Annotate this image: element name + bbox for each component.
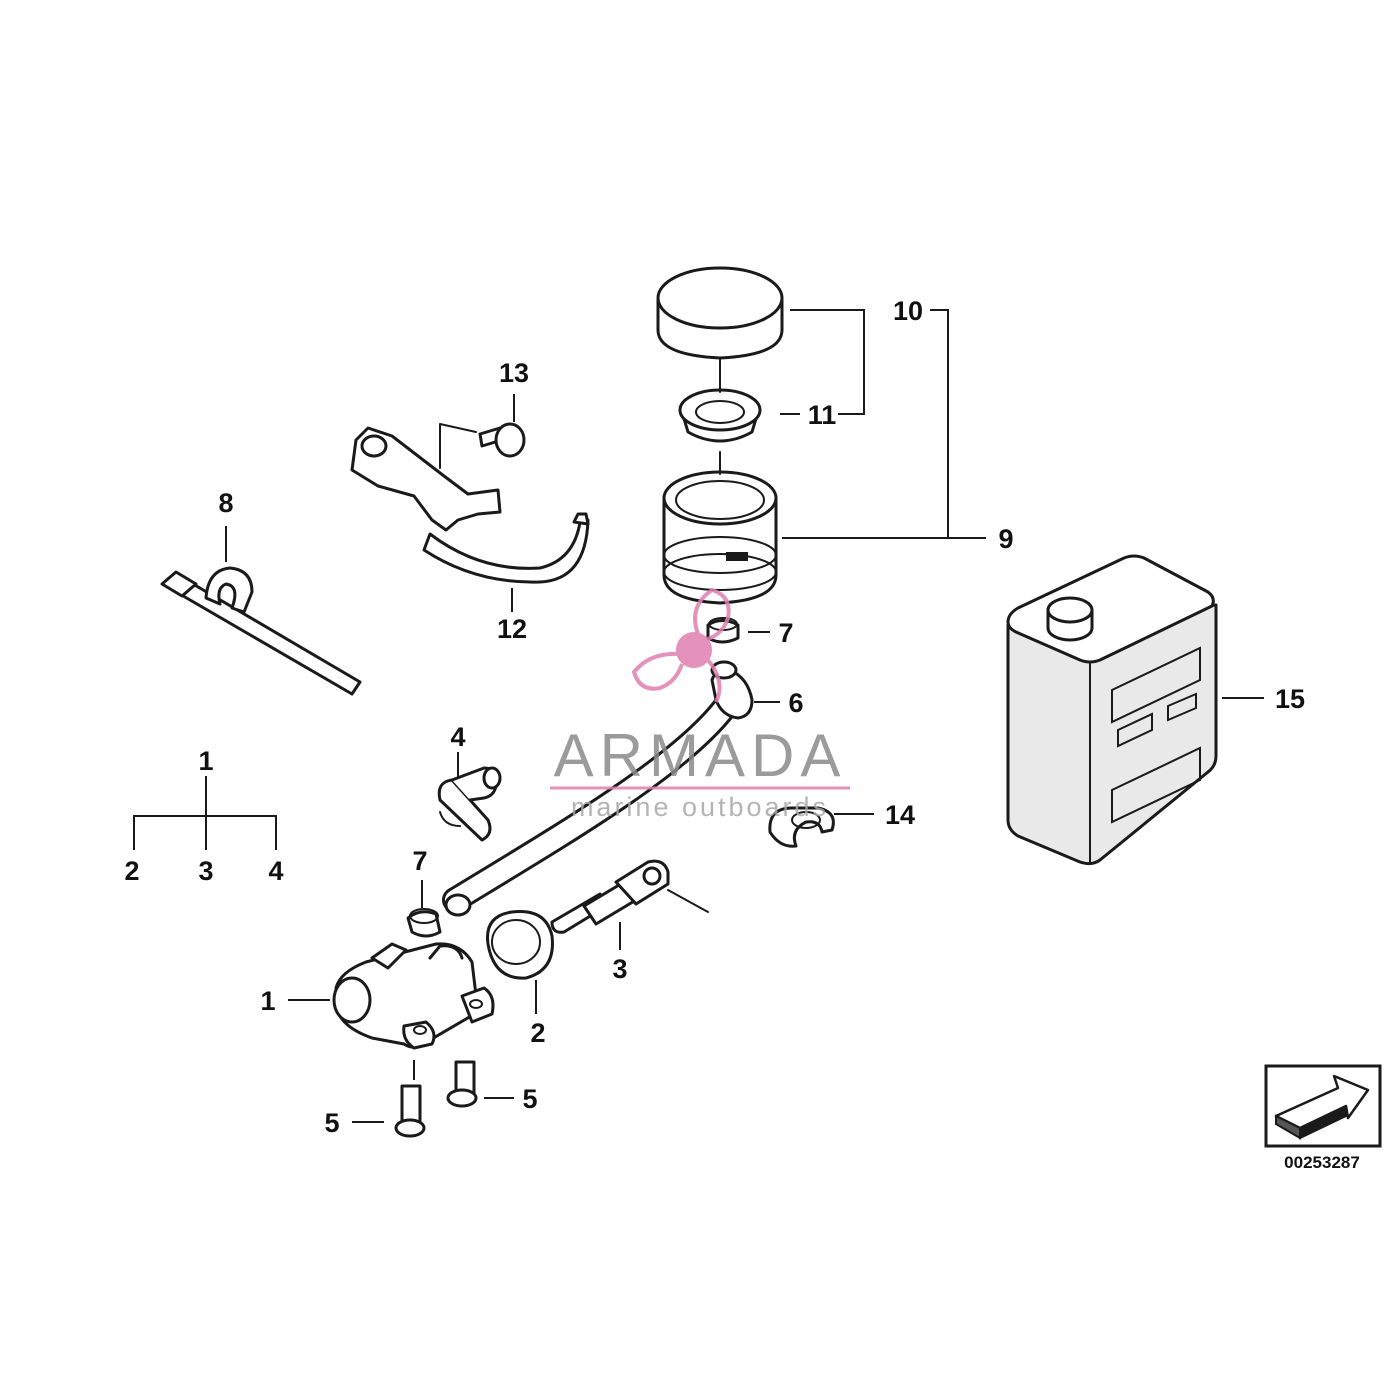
reservoir-body <box>662 359 778 605</box>
callout-4: 4 <box>450 722 465 752</box>
callout-8: 8 <box>218 488 233 518</box>
dust-boot <box>486 910 554 980</box>
bracket-screw <box>439 422 526 469</box>
callout-15: 15 <box>1275 684 1305 714</box>
hose-clip-14 <box>768 806 835 848</box>
callout-5-left: 5 <box>324 1108 339 1138</box>
reference-box: 00253287 <box>1264 1064 1382 1172</box>
callout-12: 12 <box>497 614 527 644</box>
callout-5-right: 5 <box>522 1084 537 1114</box>
watermark: ARMADA marine outboards <box>550 587 850 822</box>
elbow-fitting <box>437 766 502 842</box>
brake-fluid-can <box>1006 554 1218 866</box>
callout-3: 3 <box>612 954 627 984</box>
brake-hose <box>442 660 754 917</box>
legend-leaf-b-label: 3 <box>198 856 213 886</box>
callout-13: 13 <box>499 358 529 388</box>
propeller-logo-icon <box>631 587 731 703</box>
cable-tie <box>160 566 362 696</box>
leader-lines <box>225 309 1264 1123</box>
callout-10: 10 <box>893 296 923 326</box>
callout-7-upper: 7 <box>778 618 793 648</box>
legend-leaf-a-label: 2 <box>124 856 139 886</box>
callout-14: 14 <box>885 800 915 830</box>
watermark-brand: ARMADA <box>554 722 847 789</box>
mounting-screw-a <box>394 1084 426 1138</box>
watermark-tagline: marine outboards <box>571 792 829 822</box>
master-cylinder <box>332 942 495 1050</box>
callout-6: 6 <box>788 688 803 718</box>
callout-9: 9 <box>998 524 1013 554</box>
view-direction-arrow-icon <box>1274 1074 1370 1140</box>
callout-11: 11 <box>808 400 837 430</box>
mounting-screw-b <box>446 1060 478 1108</box>
callout-labels: 10 11 9 7 6 14 15 13 12 8 4 7 3 2 1 5 5 <box>218 296 1305 1138</box>
callout-7-lower: 7 <box>412 846 427 876</box>
reference-number: 00253287 <box>1284 1153 1360 1172</box>
legend-tree: 1 2 3 4 <box>124 746 283 886</box>
reservoir-cap <box>656 266 784 360</box>
push-rod <box>550 859 709 934</box>
legend-root-label: 1 <box>198 746 213 776</box>
gasket-ring <box>678 388 762 443</box>
callout-1: 1 <box>260 986 275 1016</box>
legend-leaf-c-label: 4 <box>268 856 283 886</box>
callout-2: 2 <box>530 1018 545 1048</box>
handlebar-bracket <box>350 426 590 584</box>
hose-clip-lower <box>406 908 442 938</box>
